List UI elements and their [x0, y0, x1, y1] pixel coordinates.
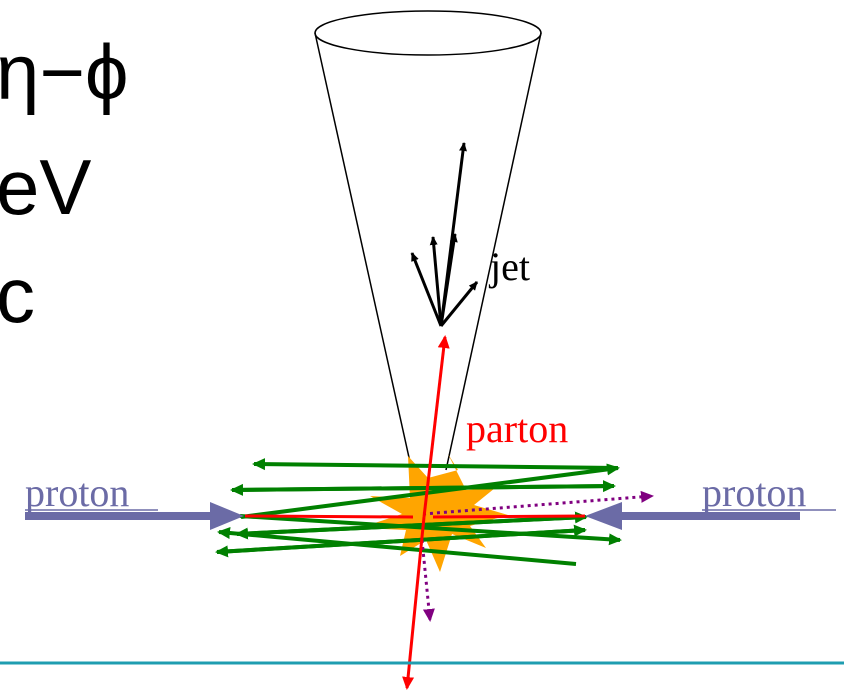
neutral-particle-arrows [420, 490, 654, 622]
hadron-arrows [215, 458, 622, 566]
proton-beams [25, 502, 800, 530]
proton-left-label: proton [25, 470, 129, 515]
jet-label: jet [488, 244, 530, 289]
collision-burst-icon [360, 454, 508, 572]
slide-text-line-1: η−ϕ [0, 28, 129, 116]
jet-cone-icon [314, 10, 542, 471]
proton-right-label: proton [702, 470, 806, 515]
jet-particle-arrows [410, 142, 479, 327]
slide-text-line-2: eV [0, 143, 92, 231]
slide-text-line-3: c [0, 251, 35, 339]
parton-arrows [244, 335, 586, 690]
parton-label: parton [466, 406, 568, 451]
